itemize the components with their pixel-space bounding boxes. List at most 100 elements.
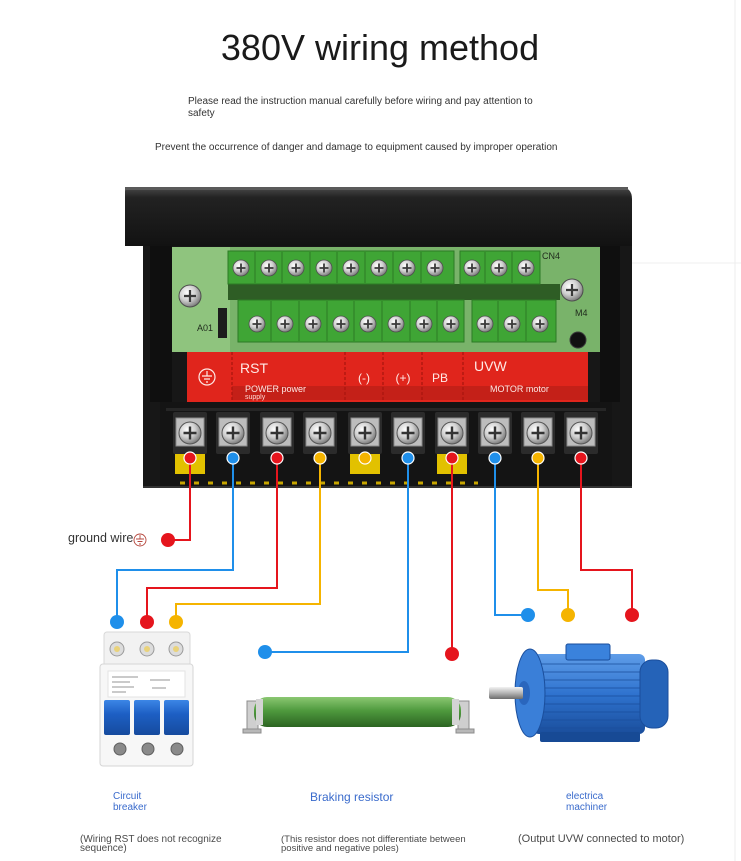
label-minus: (-) (358, 371, 370, 385)
endpoint-dots (110, 533, 639, 661)
terminal-screw (387, 315, 405, 333)
resistor-dot-1 (258, 645, 272, 659)
control-terminal-block-lower-right (471, 299, 557, 343)
power-terminal-ground (171, 410, 209, 456)
motor-note: (Output UVW connected to motor) (518, 833, 684, 845)
board-label-m4: M4 (575, 308, 588, 318)
control-terminal-block-upper (227, 250, 455, 285)
terminal-screw (442, 315, 460, 333)
breaker-lever (164, 700, 189, 735)
breaker-dot-3 (169, 615, 183, 629)
strip-lower-band (232, 386, 588, 400)
control-board: A01 CN4 M4 (172, 247, 600, 352)
label-rst: RST (240, 360, 268, 376)
wires (116, 458, 633, 654)
breaker-spec-sticker (107, 670, 186, 698)
strip-background (187, 352, 588, 402)
label-supply: supply (245, 394, 266, 401)
ground-icon (198, 368, 216, 386)
power-terminal-pb (433, 410, 471, 456)
terminal-screw (370, 259, 388, 277)
resistor-foot-right (455, 728, 475, 734)
terminal-screw (248, 315, 266, 333)
terminal-block-gap (228, 284, 560, 300)
braking-resistor (242, 697, 475, 734)
capacitor (569, 331, 587, 349)
breaker-input-terminals (109, 641, 184, 657)
terminal-screw (359, 315, 377, 333)
terminal-dot-s (270, 451, 284, 465)
power-terminal-u (476, 410, 514, 456)
breaker-lever (104, 700, 130, 735)
circuit-breaker (99, 631, 194, 767)
breaker-screw (113, 742, 127, 756)
breaker-dot-1 (110, 615, 124, 629)
power-terminal-minus (346, 410, 384, 456)
power-terminal-r (214, 410, 252, 456)
board-label-a01: A01 (197, 323, 213, 333)
circuit-breaker-label-1: Circuit (113, 791, 142, 802)
breaker-dot-2 (140, 615, 154, 629)
terminal-screw (503, 315, 521, 333)
breaker-screw (170, 742, 184, 756)
electric-motor (489, 643, 669, 742)
terminal-dots (183, 451, 588, 465)
wire-plus (265, 458, 409, 653)
control-terminal-block-upper-right (459, 250, 541, 285)
breaker-note-1: (Wiring RST does not recognize (80, 834, 222, 845)
wire-t (175, 458, 321, 622)
notice-line-2: safety (188, 108, 215, 119)
motor-dot-w (625, 608, 639, 622)
power-terminal-row (160, 402, 612, 486)
terminal-dot-pb (445, 451, 459, 465)
housing-right-wall (600, 246, 620, 402)
terminal-dot-plus (401, 451, 415, 465)
terminal-dot-r (226, 451, 240, 465)
ground-wire-label: ground wire (68, 531, 133, 545)
breaker-screw (141, 742, 155, 756)
terminal-label-strip: RST POWER power supply (-) (+) PB UVW MO… (187, 352, 588, 402)
terminal-screw (315, 259, 333, 277)
label-uvw: UVW (474, 358, 507, 374)
motor-feet (540, 732, 640, 742)
wire-s (146, 458, 278, 622)
terminal-screw (276, 315, 294, 333)
label-power: POWER power (245, 384, 306, 394)
breaker-lever (134, 700, 160, 735)
housing-lid-edge (125, 187, 628, 190)
terminal-screw (332, 315, 350, 333)
wire-r (116, 458, 234, 622)
circuit-breaker-label-2: breaker (113, 802, 148, 813)
label-motor: MOTOR motor (490, 384, 549, 394)
terminal-dot-ground (183, 451, 197, 465)
braking-resistor-label: Braking resistor (310, 790, 393, 804)
terminal-screw (517, 259, 535, 277)
motor-terminal-box (565, 643, 611, 661)
terminal-row-ledge (166, 408, 606, 411)
terminal-screw (415, 315, 433, 333)
terminal-screw (232, 259, 250, 277)
wire-ground (168, 458, 191, 541)
ground-dot (161, 533, 175, 547)
page-title: 380V wiring method (221, 27, 539, 68)
resistor-note-1: (This resistor does not differentiate be… (281, 834, 466, 845)
motor-dot-u (521, 608, 535, 622)
resistor-cap-right (452, 699, 459, 725)
terminal-screw (260, 259, 278, 277)
resistor-cap-left (256, 699, 263, 725)
motor-dot-v (561, 608, 575, 622)
terminal-screw (490, 259, 508, 277)
terminal-screw (531, 315, 549, 333)
motor-body (533, 654, 645, 734)
power-terminal-w (562, 410, 600, 456)
terminal-dot-minus (358, 451, 372, 465)
ground-icon (133, 533, 147, 547)
housing-bottom-edge (143, 486, 632, 488)
label-pb: PB (432, 371, 448, 385)
power-terminal-v (519, 410, 557, 456)
wire-v (537, 458, 569, 615)
terminal-dot-u (488, 451, 502, 465)
breaker-note-2: sequence) (80, 843, 127, 854)
mounting-screw (559, 277, 585, 303)
resistor-note-2: positive and negative poles) (281, 843, 399, 854)
